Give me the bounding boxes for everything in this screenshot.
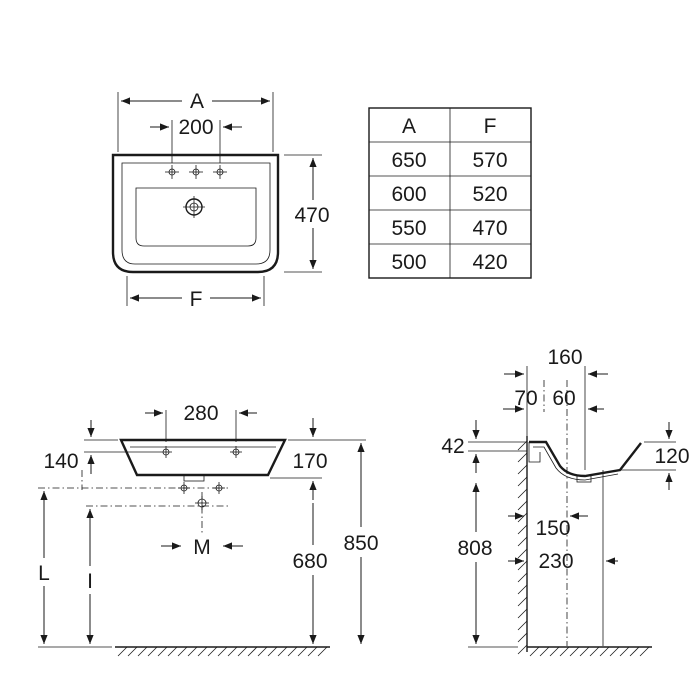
dimension-table: A F 650 570 600 520 550 470 500 420 xyxy=(368,107,532,279)
tap-hole-icon xyxy=(165,165,179,179)
table-cell: 650 xyxy=(391,149,426,172)
dim-height-808: 808 xyxy=(457,537,492,560)
tap-hole-icon xyxy=(160,446,172,458)
dim-total-height: 850 xyxy=(343,532,378,555)
table-cell: 550 xyxy=(391,217,426,240)
basin-front-outline xyxy=(119,438,287,477)
floor-hatch xyxy=(117,646,328,657)
dim-right-height: 170 xyxy=(292,450,327,473)
table-cell: 520 xyxy=(472,183,507,206)
tap-hole-icon xyxy=(189,165,203,179)
side-view: 160 70 60 42 120 808 150 230 xyxy=(441,346,690,657)
basin-bowl xyxy=(135,187,257,247)
dim-42: 42 xyxy=(441,435,464,458)
wall-hatch xyxy=(517,440,528,655)
front-view: 280 140 170 xyxy=(38,402,379,657)
dim-left-height: 140 xyxy=(43,450,78,473)
tap-hole-icon xyxy=(230,446,242,458)
table-cell: 570 xyxy=(472,149,507,172)
drain-outlet-icon xyxy=(195,496,209,510)
table-cell: 600 xyxy=(391,183,426,206)
table-cell: 500 xyxy=(391,251,426,274)
dim-label-M: M xyxy=(193,536,211,559)
dim-depth: 470 xyxy=(294,204,329,227)
dim-230: 230 xyxy=(538,550,573,573)
basin-inner-rim xyxy=(121,162,271,265)
fixing-hole-icon xyxy=(178,482,190,494)
dim-hole-spacing: 280 xyxy=(183,402,218,425)
basin-outline xyxy=(111,153,280,274)
dim-label-A: A xyxy=(190,90,204,113)
dim-label-F: F xyxy=(190,288,203,311)
floor-hatch xyxy=(529,646,650,657)
dim-label-I: I xyxy=(87,570,93,593)
dim-70: 70 xyxy=(514,387,537,410)
dim-120: 120 xyxy=(654,445,689,468)
dim-mount-height: 680 xyxy=(292,550,327,573)
table-cell: 420 xyxy=(472,251,507,274)
dim-60: 60 xyxy=(552,387,575,410)
dim-tap-spacing: 200 xyxy=(178,116,213,139)
tap-hole-icon xyxy=(213,165,227,179)
fixing-hole-icon xyxy=(213,482,225,494)
drain-icon xyxy=(183,196,205,218)
top-view: A 200 470 F xyxy=(111,90,330,311)
table-header: A xyxy=(402,115,416,138)
dim-label-L: L xyxy=(38,562,50,585)
table-header: F xyxy=(484,115,497,138)
dim-top-width: 160 xyxy=(547,346,582,369)
table-cell: 470 xyxy=(472,217,507,240)
dim-150: 150 xyxy=(535,517,570,540)
